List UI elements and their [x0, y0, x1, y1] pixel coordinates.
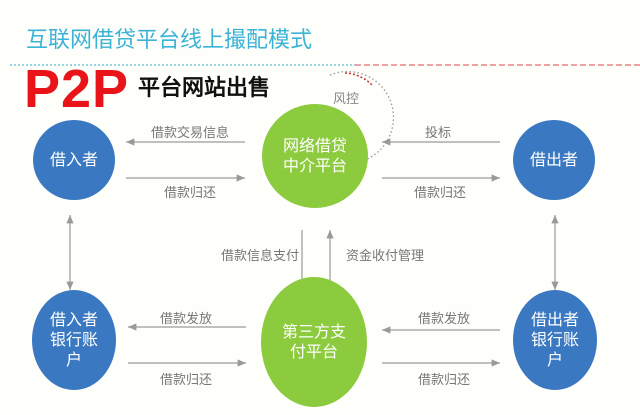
node-label: 网络借贷中介平台 [282, 136, 347, 175]
node-label: 借出者银行账户 [531, 310, 580, 369]
node-lender-bank: 借出者银行账户 [513, 290, 597, 390]
edge-label: 资金收付管理 [345, 249, 425, 264]
node-label: 第三方支付平台 [281, 322, 346, 361]
edge-label: 借款归还 [417, 373, 471, 388]
node-borrower: 借入者 [33, 120, 115, 200]
risk-control-label: 风控 [333, 92, 360, 107]
edge-label: 借款归还 [159, 373, 213, 388]
node-lender: 借出者 [513, 120, 595, 200]
edge-label: 投标 [424, 126, 452, 141]
node-borrower-bank: 借入者银行账户 [32, 290, 116, 390]
node-platform: 网络借贷中介平台 [262, 104, 368, 208]
edge-label: 借款发放 [159, 312, 213, 327]
node-label: 借出者 [529, 150, 578, 169]
node-label: 借入者 [49, 150, 98, 169]
edge-label: 借款发放 [417, 312, 471, 327]
edge-label: 借款归还 [163, 186, 217, 201]
node-payment-platform: 第三方支付平台 [261, 277, 367, 407]
p2p-badge: P2P [24, 59, 130, 119]
node-label: 借入者银行账户 [50, 310, 99, 369]
risk-control-loop [329, 70, 395, 161]
edge-label: 借款交易信息 [150, 126, 230, 141]
risk-control-loop-red [344, 72, 373, 86]
page-title: 互联网借贷平台线上撮配模式 [26, 28, 313, 53]
edge-label: 借款归还 [413, 186, 467, 201]
edge-label: 借款信息支付 [220, 249, 300, 264]
subtitle: 平台网站出售 [138, 76, 271, 101]
